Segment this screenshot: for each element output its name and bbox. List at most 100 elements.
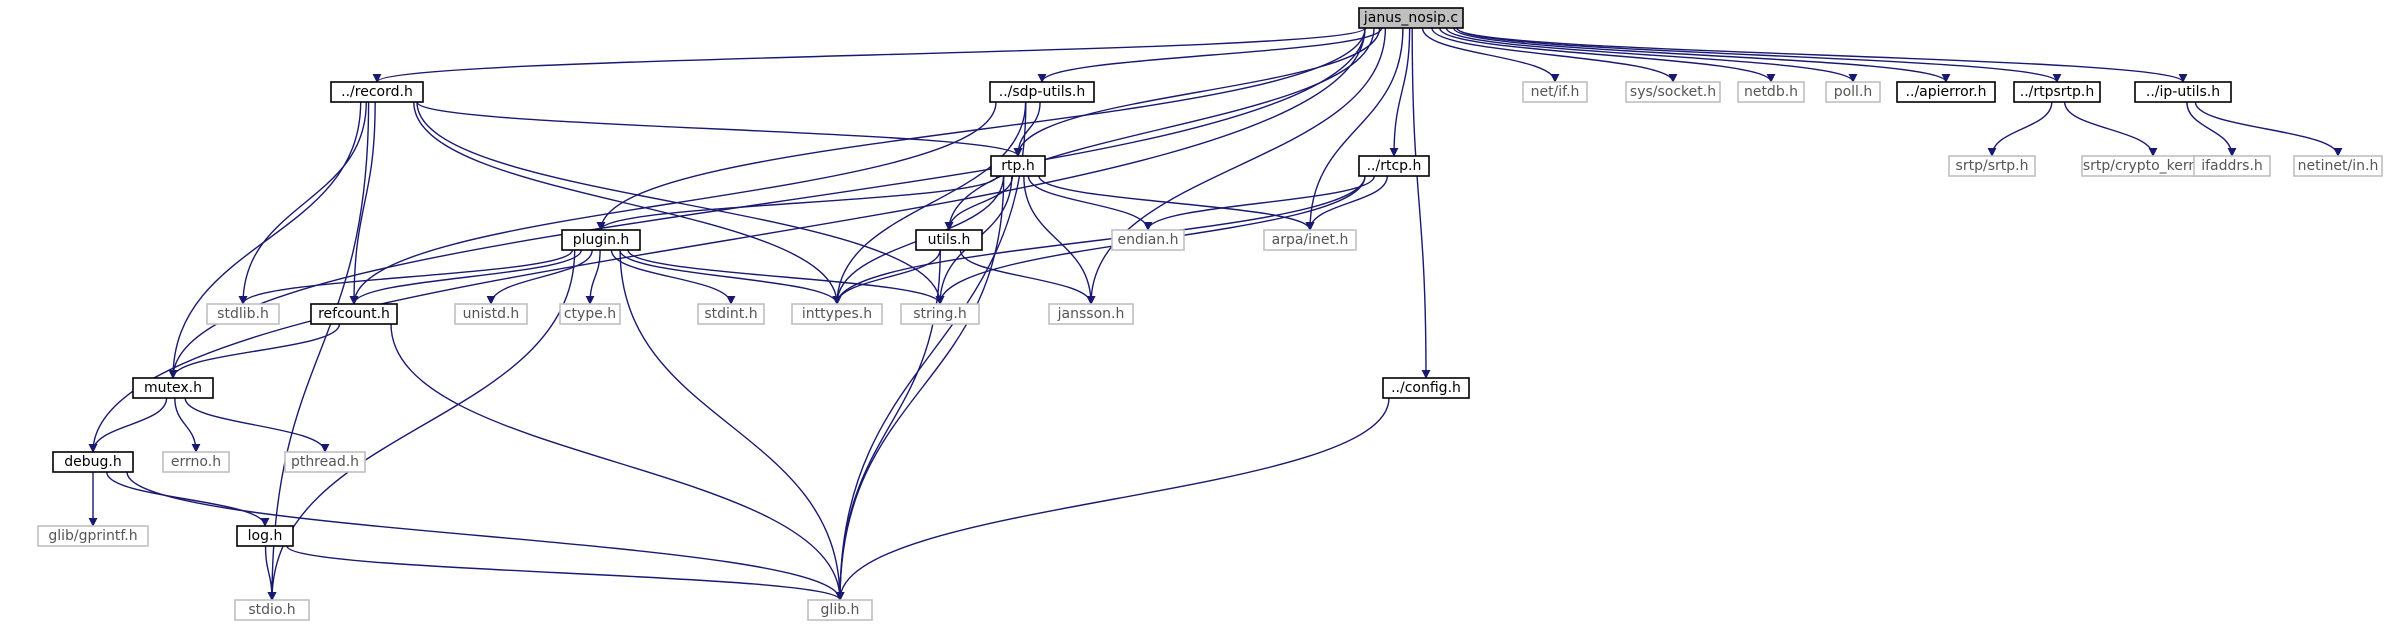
node-box-errno xyxy=(162,451,230,473)
edge-rtpsrtp-to-srtp xyxy=(1987,101,2053,157)
node-label-janus_nosip: janus_nosip.c xyxy=(1363,10,1458,26)
edge-sdputils-to-refcount xyxy=(349,101,997,305)
node-label-stdlib: stdlib.h xyxy=(217,306,269,322)
node-label-pthread: pthread.h xyxy=(291,454,359,470)
edge-utils-to-inttypes xyxy=(832,249,941,305)
node-errno: errno.h xyxy=(162,451,230,473)
edge-janus_nosip-to-record xyxy=(372,27,1366,83)
node-label-gprintf: glib/gprintf.h xyxy=(48,528,137,544)
edge-mutex-to-errno xyxy=(174,397,201,453)
edge-log-to-glib xyxy=(286,545,845,601)
node-netif: net/if.h xyxy=(1522,81,1588,103)
node-label-poll: poll.h xyxy=(1834,84,1873,100)
node-ifaddrs: ifaddrs.h xyxy=(2193,155,2271,177)
node-string: string.h xyxy=(900,303,980,325)
node-label-syssocket: sys/socket.h xyxy=(1630,84,1716,100)
node-inttypes: inttypes.h xyxy=(791,303,883,325)
node-config[interactable]: ../config.h xyxy=(1382,377,1470,399)
node-label-netif: net/if.h xyxy=(1531,84,1580,100)
node-label-endian: endian.h xyxy=(1117,232,1178,248)
edge-mutex-to-debug xyxy=(88,397,168,453)
node-rtp[interactable]: rtp.h xyxy=(990,155,1046,177)
edge-refcount-to-glib xyxy=(390,323,845,601)
node-box-record xyxy=(330,81,424,103)
node-jansson: jansson.h xyxy=(1048,303,1134,325)
node-glib: glib.h xyxy=(807,599,873,621)
node-utils[interactable]: utils.h xyxy=(915,229,983,251)
node-rtpsrtp[interactable]: ../rtpsrtp.h xyxy=(2013,81,2101,103)
edge-rtp-to-endian xyxy=(1027,175,1153,231)
node-box-rtpsrtp xyxy=(2013,81,2101,103)
node-apierror[interactable]: ../apierror.h xyxy=(1896,81,1996,103)
node-box-netinetin xyxy=(2293,155,2383,177)
node-sdputils[interactable]: ../sdp-utils.h xyxy=(989,81,1095,103)
edge-sdputils-to-inttypes xyxy=(832,101,1027,305)
edge-record-to-stdio xyxy=(267,101,370,601)
edge-rtcp-to-endian xyxy=(1143,175,1376,231)
node-janus_nosip[interactable]: janus_nosip.c xyxy=(1358,7,1464,29)
node-syssocket: sys/socket.h xyxy=(1625,81,1721,103)
node-label-debug: debug.h xyxy=(64,454,121,470)
node-ctype: ctype.h xyxy=(559,303,621,325)
node-iputils[interactable]: ../ip-utils.h xyxy=(2134,81,2232,103)
edge-config-to-glib xyxy=(835,397,1390,601)
node-label-plugin: plugin.h xyxy=(573,232,630,248)
node-box-iputils xyxy=(2134,81,2232,103)
node-label-glib: glib.h xyxy=(821,602,860,618)
node-box-stdio xyxy=(234,599,310,621)
node-box-ctype xyxy=(559,303,621,325)
edge-janus_nosip-to-netif xyxy=(1421,27,1560,83)
edge-sdputils-to-rtp xyxy=(1013,101,1041,157)
edge-utils-to-glib xyxy=(835,249,941,601)
edge-rtp-to-jansson xyxy=(1023,175,1096,305)
node-stdlib: stdlib.h xyxy=(206,303,280,325)
node-box-jansson xyxy=(1048,303,1134,325)
node-label-refcount: refcount.h xyxy=(318,306,390,322)
edge-rtp-to-plugin xyxy=(596,175,998,231)
node-record[interactable]: ../record.h xyxy=(330,81,424,103)
node-refcount[interactable]: refcount.h xyxy=(310,303,398,325)
edge-plugin-to-stdint xyxy=(610,249,736,305)
edge-plugin-to-unistd xyxy=(486,249,593,305)
edge-debug-to-log xyxy=(106,471,270,527)
node-log[interactable]: log.h xyxy=(236,525,294,547)
edge-iputils-to-netinetin xyxy=(2194,101,2343,157)
node-label-mutex: mutex.h xyxy=(144,380,202,396)
edge-janus_nosip-to-syssocket xyxy=(1431,27,1678,83)
node-label-config: ../config.h xyxy=(1391,380,1461,396)
edge-refcount-to-mutex xyxy=(168,323,341,379)
edge-janus_nosip-to-debug xyxy=(88,27,1366,453)
edge-iputils-to-ifaddrs xyxy=(2186,101,2237,157)
node-label-rtcp: ../rtcp.h xyxy=(1367,158,1422,174)
node-box-glib xyxy=(807,599,873,621)
node-label-stdio: stdio.h xyxy=(248,602,295,618)
edge-janus_nosip-to-rtp xyxy=(1013,27,1381,157)
node-label-cryptokernel: srtp/crypto_kernel.h xyxy=(2083,158,2223,174)
node-label-ctype: ctype.h xyxy=(564,306,616,322)
edge-janus_nosip-to-rtpsrtp xyxy=(1456,27,2062,83)
node-label-srtp: srtp/srtp.h xyxy=(1956,158,2029,174)
edge-rtp-to-utils xyxy=(944,175,1014,231)
edge-utils-to-jansson xyxy=(959,249,1096,305)
node-mutex[interactable]: mutex.h xyxy=(132,377,214,399)
edge-log-to-stdio xyxy=(264,545,277,601)
edge-mutex-to-pthread xyxy=(184,397,330,453)
node-box-arpainet xyxy=(1263,229,1357,251)
node-gprintf: glib/gprintf.h xyxy=(37,525,149,547)
edge-janus_nosip-to-rtcp xyxy=(1389,27,1411,157)
node-label-errno: errno.h xyxy=(171,454,221,470)
node-rtcp[interactable]: ../rtcp.h xyxy=(1358,155,1430,177)
edge-record-to-mutex xyxy=(168,101,362,379)
edge-janus_nosip-to-config xyxy=(1411,27,1431,379)
node-label-rtpsrtp: ../rtpsrtp.h xyxy=(2020,84,2095,100)
node-box-poll xyxy=(1825,81,1881,103)
edge-plugin-to-glib xyxy=(619,249,845,601)
node-netdb: netdb.h xyxy=(1737,81,1805,103)
node-box-stdint xyxy=(697,303,765,325)
node-debug[interactable]: debug.h xyxy=(52,451,134,473)
edge-janus_nosip-to-plugin xyxy=(596,27,1366,231)
edge-debug-to-glib xyxy=(126,471,845,601)
node-plugin[interactable]: plugin.h xyxy=(561,229,641,251)
edge-plugin-to-string xyxy=(627,249,945,305)
